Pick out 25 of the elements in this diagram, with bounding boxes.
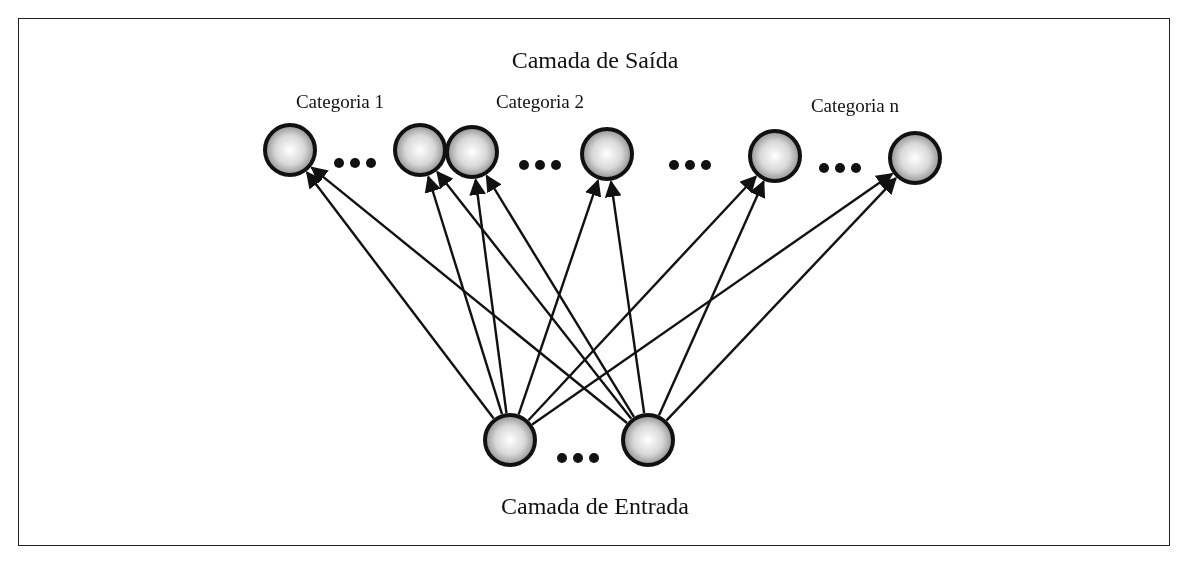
arrow — [657, 180, 766, 416]
category-label: Categoria 1 — [295, 92, 385, 111]
neuron-circle — [748, 129, 802, 183]
arrow — [310, 166, 628, 424]
neuron-circle — [263, 123, 317, 177]
neuron-circle — [483, 413, 537, 467]
arrow — [424, 175, 504, 415]
arrow — [604, 180, 646, 414]
layer-title: Camada de Entrada — [501, 494, 689, 518]
arrow — [517, 178, 602, 415]
neuron-circle — [445, 125, 499, 179]
arrow — [305, 170, 495, 420]
arrow — [665, 177, 897, 422]
neuron-circle — [888, 131, 942, 185]
arrow — [485, 174, 635, 418]
neuron-circle — [621, 413, 675, 467]
category-label: Categoria n — [810, 96, 900, 115]
neuron-circle — [393, 123, 447, 177]
arrow — [527, 175, 758, 422]
category-label: Categoria 2 — [495, 92, 585, 111]
layer-title: Camada de Saída — [511, 48, 679, 72]
arrow — [531, 173, 894, 426]
neuron-circle — [580, 127, 634, 181]
arrow — [436, 170, 633, 420]
arrow — [469, 178, 508, 414]
